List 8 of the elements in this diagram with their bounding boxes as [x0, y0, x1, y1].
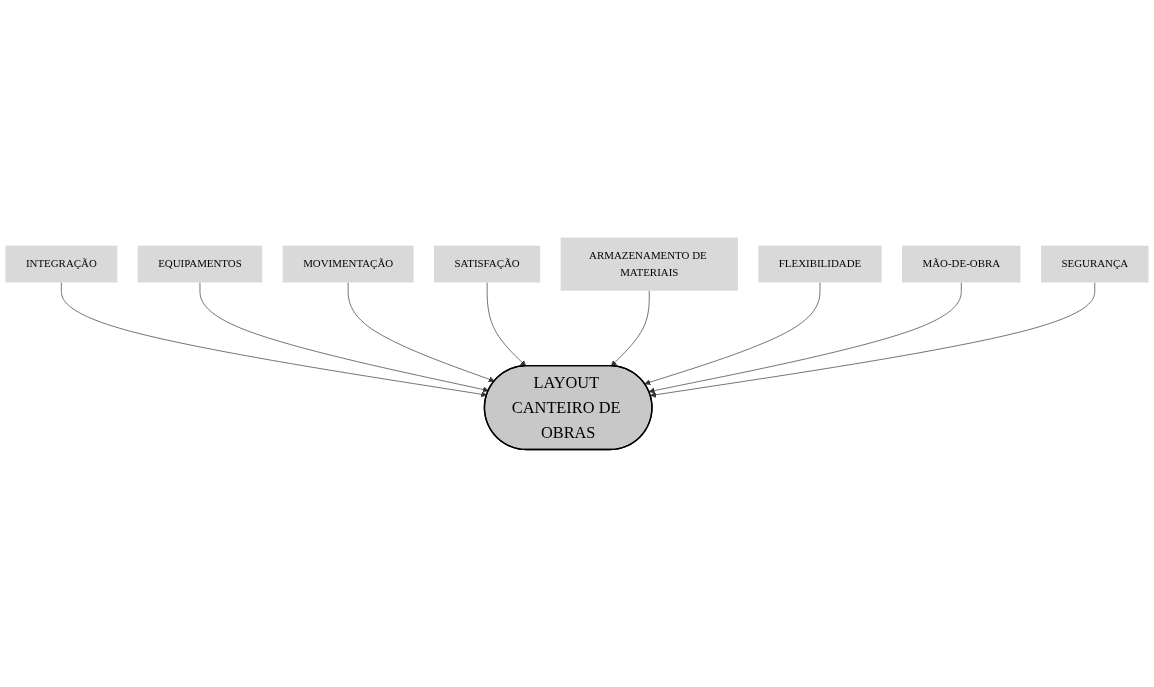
node-box: SATISFAÇÃO [434, 245, 541, 283]
node-box: FLEXIBILIDADE [758, 245, 882, 283]
node-box: INTEGRAÇÃO [5, 245, 118, 283]
node-box: MOVIMENTAÇÃO [282, 245, 414, 283]
node-box: MÃO-DE-OBRA [902, 245, 1021, 283]
node-box: EQUIPAMENTOS [137, 245, 263, 283]
node-box: ARMAZENAMENTO DE MATERIAIS [560, 237, 738, 291]
node-box: SEGURANÇA [1041, 245, 1149, 283]
